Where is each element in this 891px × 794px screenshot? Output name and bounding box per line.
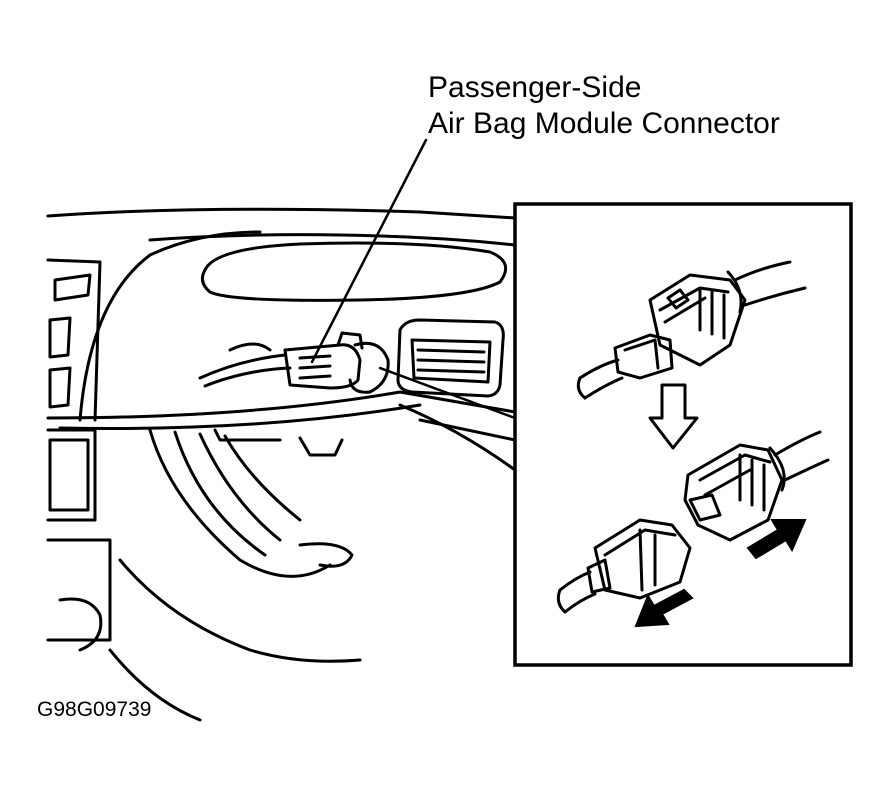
air-vent-outline xyxy=(396,318,505,398)
air-vent-inner xyxy=(410,338,492,384)
harness-clip xyxy=(228,342,272,352)
connector-body xyxy=(283,343,362,390)
underdash-body xyxy=(118,558,362,663)
left-lower-panel xyxy=(46,428,97,522)
callout-line-1: Passenger-Side xyxy=(428,71,642,104)
inset-lower-cable-left xyxy=(558,570,597,614)
left-button-1 xyxy=(53,273,92,302)
inset-top-cable-left-end xyxy=(576,376,587,400)
inset-lower-female-detail xyxy=(698,453,772,512)
dash-bracket xyxy=(298,436,344,457)
dash-top-edge xyxy=(46,207,517,220)
inset-connector-line xyxy=(378,366,517,420)
connector-boot xyxy=(348,341,390,394)
left-panel-outline xyxy=(46,258,102,422)
connector-ridges xyxy=(298,354,332,380)
push-right-arrow xyxy=(746,519,807,560)
separate-down-arrow xyxy=(648,383,699,450)
inset-top-latch xyxy=(666,288,690,310)
pull-left-arrow xyxy=(634,588,694,628)
inset-top-female-body xyxy=(648,273,747,367)
inset-lower-male-plug xyxy=(586,558,612,594)
inset-lower-male-detail xyxy=(603,528,677,592)
callout-leader xyxy=(310,138,428,364)
inset-top-cable-right xyxy=(733,260,807,307)
figure-id: G98G09739 xyxy=(37,698,152,721)
dash-top-vent xyxy=(200,241,508,302)
inset-top-female-detail xyxy=(658,286,730,340)
callout-line-2: Air Bag Module Connector xyxy=(428,107,780,140)
inset-lower-female-body xyxy=(683,443,784,542)
harness-wire-1 xyxy=(198,353,287,380)
underdash-curve-4 xyxy=(223,434,302,522)
inset-lower-male-body xyxy=(593,518,692,600)
air-vent-slat-3 xyxy=(416,368,486,374)
harness-wire-2 xyxy=(203,366,292,388)
left-button-3 xyxy=(48,366,72,409)
dash-upper-panel xyxy=(78,230,262,422)
dash-lower-edge xyxy=(46,390,517,420)
inset-lower-cable-boot xyxy=(768,446,786,492)
left-bottom-detail xyxy=(58,597,103,652)
left-button-2 xyxy=(48,316,72,359)
underdash-curve-2 xyxy=(173,430,267,557)
underdash-lip xyxy=(298,542,354,568)
dash-bracket-2 xyxy=(213,428,282,442)
inset-lower-female-face xyxy=(688,493,722,522)
dash-lower-edge-2 xyxy=(58,403,422,431)
inset-top-male-detail xyxy=(623,338,660,370)
underdash-lower xyxy=(108,648,202,722)
left-lower-panel-2 xyxy=(48,438,90,512)
dash-right-lower xyxy=(398,403,517,472)
dash-right-lower-2 xyxy=(418,418,517,442)
left-bottom-panel xyxy=(46,538,112,642)
air-vent-slat-1 xyxy=(416,348,486,354)
underdash-curve-3 xyxy=(198,432,282,542)
connector-callout-label: Passenger-Side Air Bag Module Connector xyxy=(428,70,780,142)
inset-lower-cable-left-end xyxy=(556,588,567,614)
air-vent-slat-2 xyxy=(416,358,486,364)
inset-top-cable-left xyxy=(578,358,624,400)
inset-top-male-body xyxy=(613,333,674,380)
inset-lower-cable-right xyxy=(773,430,830,482)
connector-latch xyxy=(336,331,364,350)
underdash-curve-1 xyxy=(148,428,332,578)
